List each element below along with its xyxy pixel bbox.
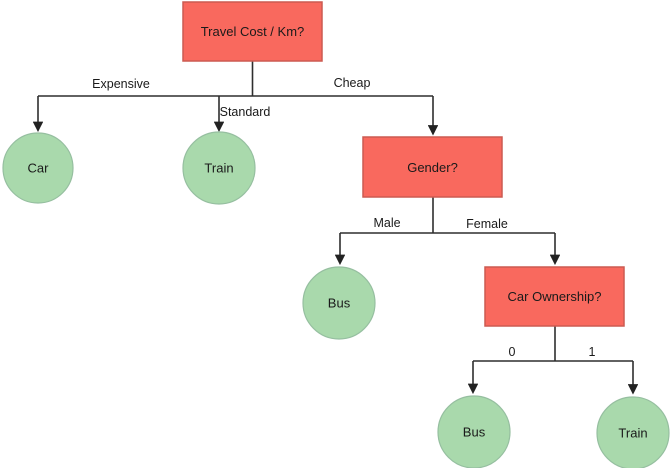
edge-label-ownership-0[interactable]: 0 <box>509 345 516 359</box>
train-has-car-label: Train <box>618 426 647 441</box>
node-car-ownership[interactable]: Car Ownership? <box>484 266 625 327</box>
bus-male-label: Bus <box>328 296 351 311</box>
edge-label-male[interactable]: Male <box>373 216 400 230</box>
bus-no-car-circle[interactable] <box>437 395 511 468</box>
train-standard-label: Train <box>204 161 233 176</box>
node-bus-no-car[interactable]: Bus <box>437 395 511 468</box>
node-car[interactable]: Car <box>2 132 74 204</box>
edge-label-cheap[interactable]: Cheap <box>334 76 371 90</box>
gender-rect[interactable] <box>362 136 503 198</box>
edge-labels: Expensive Standard Cheap Male Female 0 1 <box>92 76 595 359</box>
travel-cost-label: Travel Cost / Km? <box>201 24 305 39</box>
bus-no-car-label: Bus <box>463 425 486 440</box>
car-ownership-label: Car Ownership? <box>508 289 602 304</box>
edge-label-expensive[interactable]: Expensive <box>92 77 150 91</box>
bus-male-circle[interactable] <box>302 266 376 340</box>
train-has-car-circle[interactable] <box>596 396 670 468</box>
car-ownership-rect[interactable] <box>484 266 625 327</box>
edge-label-ownership-1[interactable]: 1 <box>589 345 596 359</box>
edge-label-female[interactable]: Female <box>466 217 508 231</box>
node-train-has-car[interactable]: Train <box>596 396 670 468</box>
train-standard-circle[interactable] <box>182 131 256 205</box>
gender-label: Gender? <box>407 160 458 175</box>
node-train-standard[interactable]: Train <box>182 131 256 205</box>
edge-label-standard[interactable]: Standard <box>220 105 271 119</box>
node-gender[interactable]: Gender? <box>362 136 503 198</box>
node-travel-cost[interactable]: Travel Cost / Km? <box>182 1 323 62</box>
travel-cost-rect[interactable] <box>182 1 323 62</box>
car-circle[interactable] <box>2 132 74 204</box>
node-bus-male[interactable]: Bus <box>302 266 376 340</box>
connectors <box>32 61 639 395</box>
car-label: Car <box>28 161 50 176</box>
